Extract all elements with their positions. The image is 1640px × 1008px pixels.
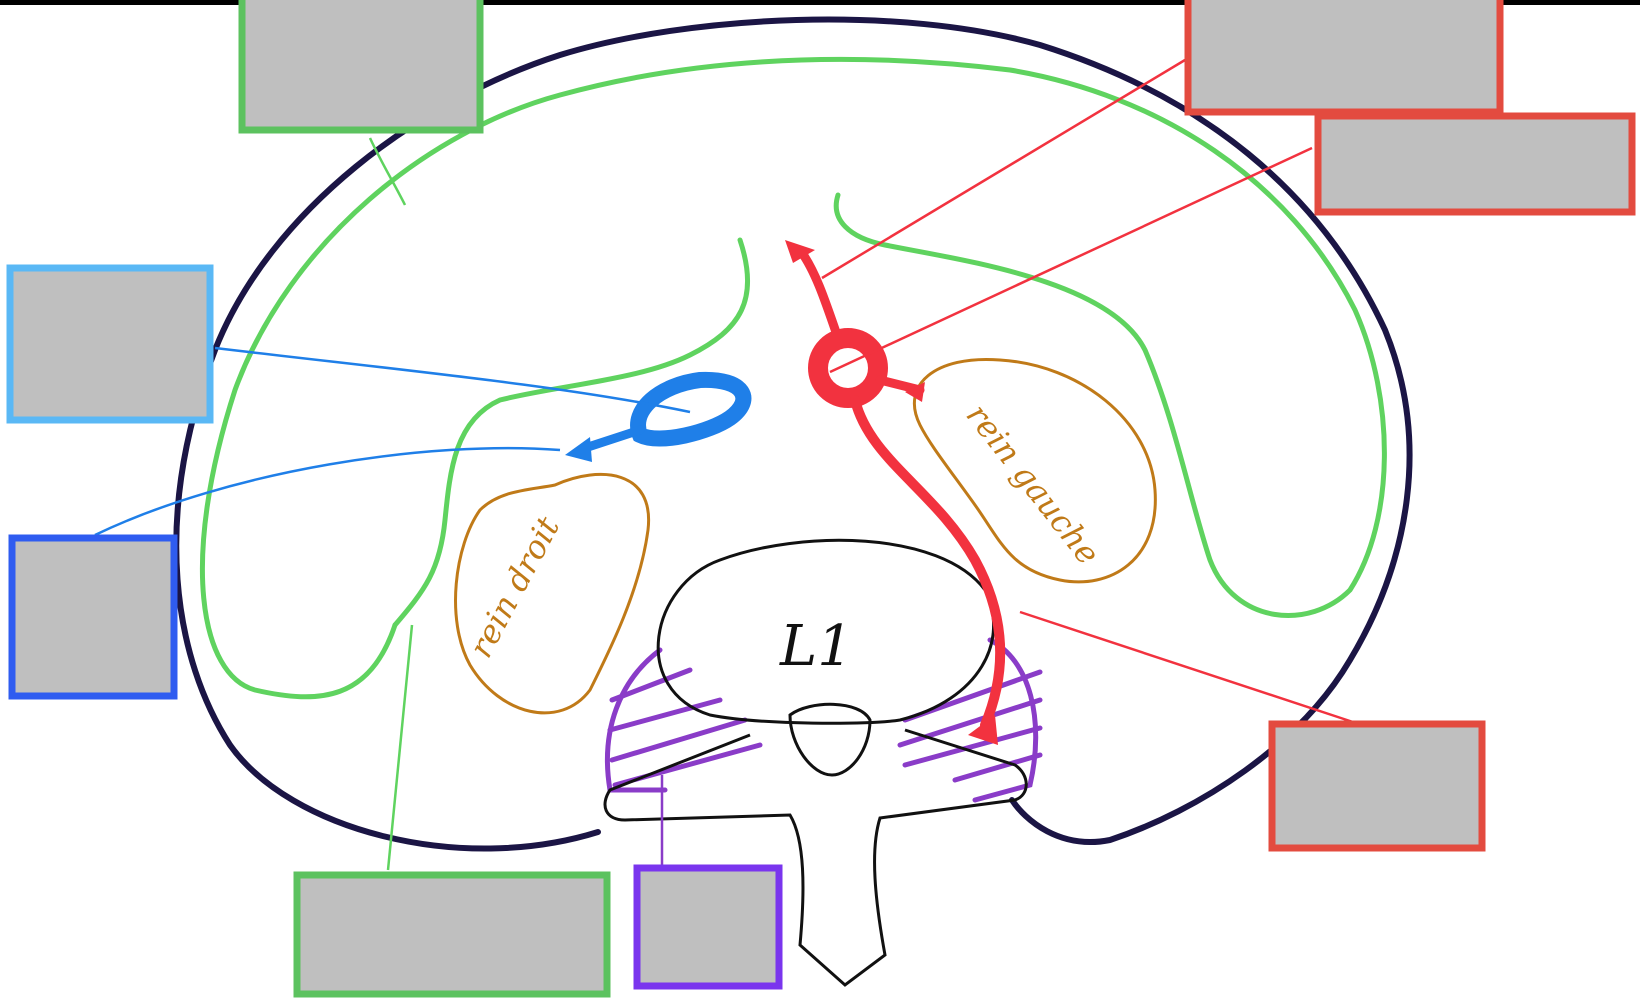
vertebra-l1 [603,538,1028,987]
leader-lines [94,58,1363,871]
left-kidney [913,357,1157,584]
left-psoas-muscle [897,637,1043,803]
leader-renal-vein [94,446,561,537]
leader-peritoneum-top [368,137,407,206]
leader-peritoneum-bottom [386,624,414,871]
vertebral-canal [788,702,872,777]
aorta [785,240,1006,745]
label-box-aorta[interactable] [1314,112,1636,216]
label-box-renal-vein[interactable] [8,534,178,700]
renal-vein-branch [580,425,645,453]
label-box-vena-cava[interactable] [6,264,214,424]
left-kidney-label: rein gauche [959,397,1108,572]
label-box-renal-artery[interactable] [1268,720,1486,852]
mesentery-root [392,237,751,628]
label-box-peritoneum-bottom[interactable] [293,871,611,998]
leader-renal-artery [1019,610,1363,727]
right-kidney [454,473,651,715]
top-border-bar [0,0,1640,5]
leader-artery-branch [821,58,1186,280]
vertebra-label: L1 [779,614,853,679]
parietal-peritoneum [199,56,1387,700]
vena-cava [565,371,752,462]
renal-artery-branch [850,395,1006,730]
leader-vena-cava [214,346,691,414]
abdominal-wall-outline [173,16,1413,852]
posterior-arch [603,728,1028,987]
leader-aorta [829,146,1313,374]
label-box-peritoneum-top[interactable] [238,0,484,134]
right-kidney-label: rein droit [462,510,568,663]
label-box-psoas-muscle[interactable] [633,864,783,990]
label-box-artery-branch[interactable] [1184,0,1504,116]
right-psoas-muscle [604,647,763,793]
